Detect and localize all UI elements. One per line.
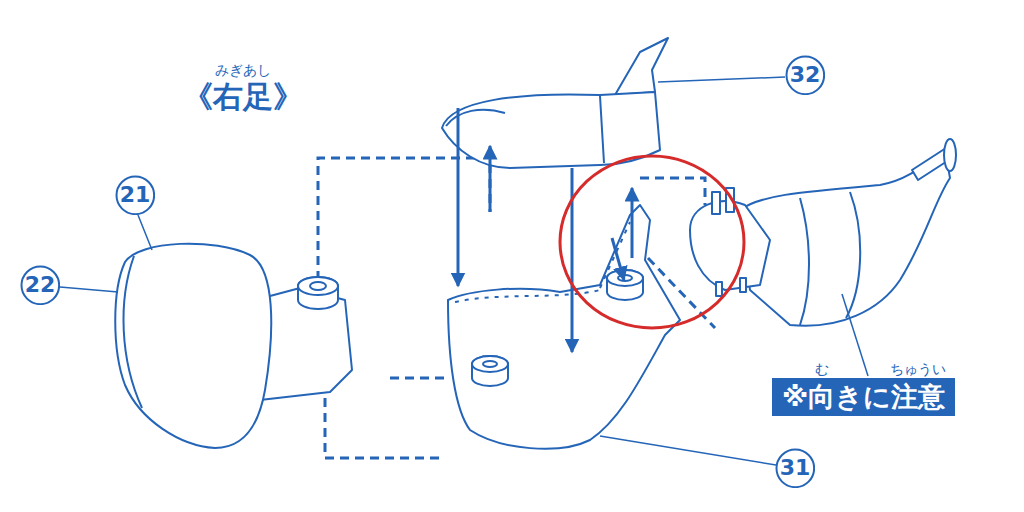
callout-number: 22 [20,265,61,306]
note-box: ※向きに注意 [772,378,955,416]
callout-number: 31 [775,448,816,489]
note-text: ※向きに注意 [782,382,945,412]
part-drawing [115,38,956,449]
dashed-guide [318,158,715,458]
ruby-reading: む [815,362,829,377]
callout-circle [116,176,154,214]
callout-text: 22 [25,273,56,297]
callout-number: 21 [115,175,156,216]
ruby-reading: みぎあし [215,63,271,78]
ruby-reading: ちゅうい [890,362,946,377]
callout-circle [776,449,814,487]
callout-text: 31 [780,456,811,480]
callout-text: 21 [120,183,151,207]
callout-text: 32 [790,63,821,87]
highlight-circle [560,156,744,328]
callout-number: 32 [785,55,826,96]
callout-circle [21,266,59,304]
callout-circle [786,56,824,94]
leader-line [60,77,868,465]
part-title: 《右足》 [183,80,303,113]
